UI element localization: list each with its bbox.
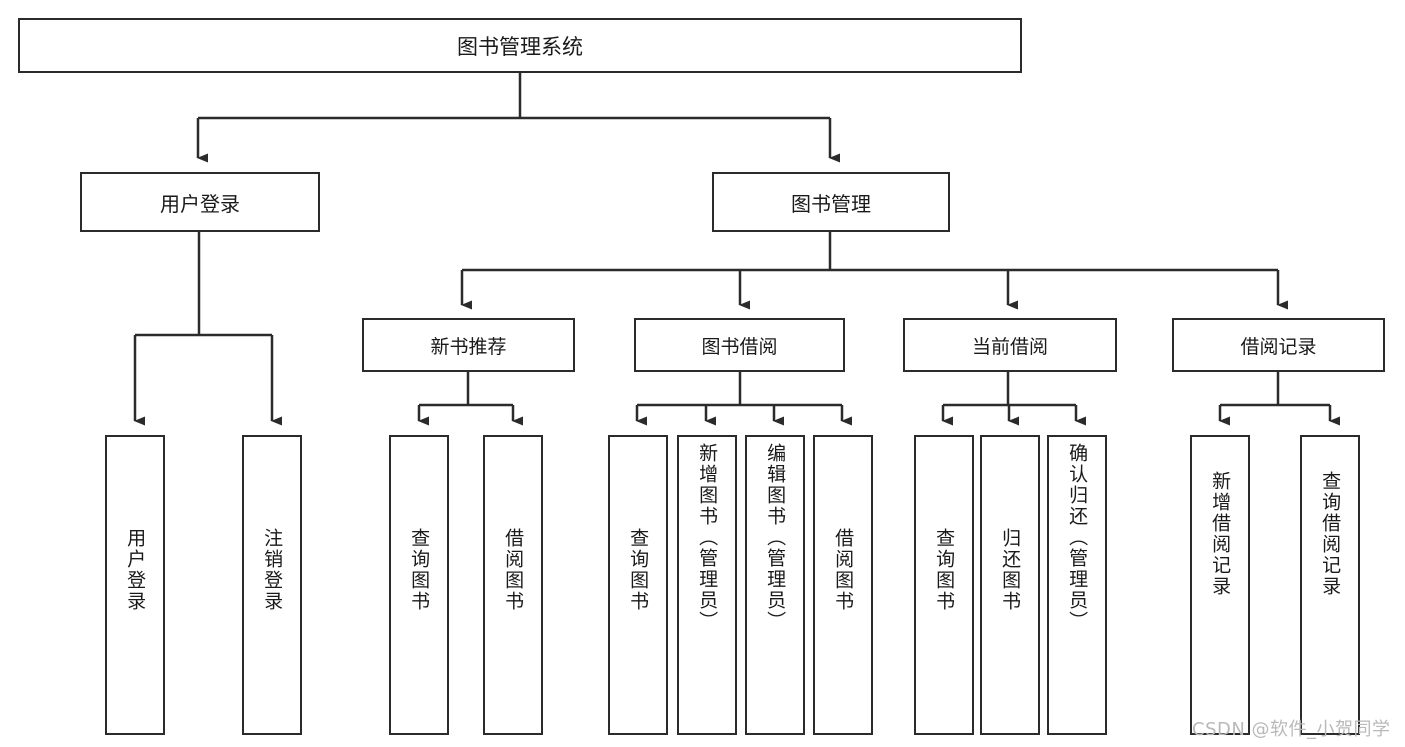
node-label: 编辑图书（管理员） [764,443,787,632]
node-borrow-record[interactable]: 借阅记录 [1172,318,1385,372]
node-label: 查询借阅记录 [1319,471,1342,597]
node-label: 查询图书 [627,528,650,612]
node-root-system[interactable]: 图书管理系统 [18,18,1022,73]
leaf-borrow-book-recommend[interactable]: 借阅图书 [483,435,543,735]
node-label: 图书管理 [791,191,871,216]
leaf-return-book[interactable]: 归还图书 [980,435,1040,735]
node-current-borrow[interactable]: 当前借阅 [903,318,1117,372]
node-label: 注销登录 [261,528,284,612]
leaf-borrow-book-borrow[interactable]: 借阅图书 [813,435,873,735]
leaf-query-borrow-record[interactable]: 查询借阅记录 [1300,435,1360,735]
leaf-edit-book-admin[interactable]: 编辑图书（管理员） [745,435,805,735]
leaf-query-book-recommend[interactable]: 查询图书 [389,435,449,735]
node-label: 借阅记录 [1240,335,1317,358]
node-label: 借阅图书 [502,528,525,612]
node-book-management[interactable]: 图书管理 [712,172,950,232]
leaf-add-book-admin[interactable]: 新增图书（管理员） [677,435,737,735]
node-label: 查询图书 [933,528,956,612]
node-label: 新书推荐 [430,335,507,358]
leaf-logout[interactable]: 注销登录 [242,435,302,735]
node-new-book-recommend[interactable]: 新书推荐 [362,318,575,372]
leaf-query-book-current[interactable]: 查询图书 [914,435,974,735]
leaf-confirm-return-admin[interactable]: 确认归还（管理员） [1047,435,1107,735]
node-label: 查询图书 [408,528,431,612]
node-label: 归还图书 [999,528,1022,612]
node-label: 确认归还（管理员） [1066,443,1089,632]
leaf-query-book-borrow[interactable]: 查询图书 [608,435,668,735]
node-label: 新增图书（管理员） [696,443,719,632]
node-user-login[interactable]: 用户登录 [80,172,320,232]
node-label: 图书借阅 [701,335,778,358]
leaf-add-borrow-record[interactable]: 新增借阅记录 [1190,435,1250,735]
node-label: 借阅图书 [832,528,855,612]
node-book-borrow[interactable]: 图书借阅 [634,318,845,372]
node-label: 当前借阅 [971,335,1048,358]
watermark-csdn: CSDN @软件_小贺同学 [1192,715,1391,741]
leaf-user-login[interactable]: 用户登录 [105,435,165,735]
node-label: 用户登录 [160,191,240,216]
watermark-text: CSDN @软件_小贺同学 [1192,719,1391,740]
node-label: 图书管理系统 [457,34,583,59]
node-label: 新增借阅记录 [1209,471,1232,597]
node-label: 用户登录 [124,528,147,612]
